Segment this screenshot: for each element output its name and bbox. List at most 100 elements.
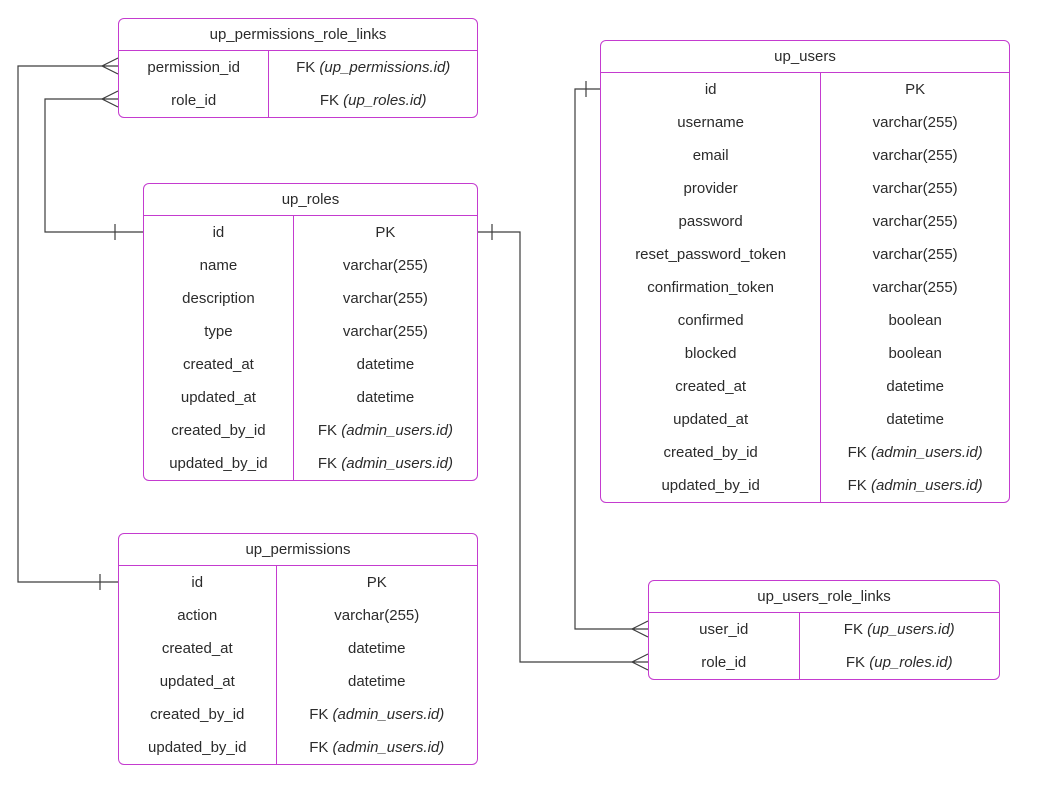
field-name: updated_by_id xyxy=(601,469,822,502)
table-title: up_permissions_role_links xyxy=(119,19,477,51)
field-name: password xyxy=(601,205,822,238)
field-type: datetime xyxy=(347,673,406,690)
field-name: provider xyxy=(601,172,822,205)
fk-reference: (up_permissions.id) xyxy=(315,59,451,76)
field-name: role_id xyxy=(119,84,270,117)
field-type: varchar(255) xyxy=(334,607,420,624)
connector-line[interactable] xyxy=(574,88,632,630)
field-name: updated_at xyxy=(144,381,294,414)
table-row: permission_id FK (up_permissions.id) xyxy=(119,51,477,84)
field-name: created_by_id xyxy=(601,436,822,469)
table-row: id PK xyxy=(144,216,477,249)
table-row: created_by_id FK (admin_users.id) xyxy=(601,436,1009,469)
field-type: FK (admin_users.id) xyxy=(309,706,445,723)
fk-reference: (up_users.id) xyxy=(862,621,955,638)
fk-reference: (admin_users.id) xyxy=(328,706,445,723)
field-name: updated_at xyxy=(119,665,277,698)
table-title: up_permissions xyxy=(119,534,477,566)
field-name: action xyxy=(119,599,277,632)
field-type: FK (admin_users.id) xyxy=(847,444,983,461)
field-type: boolean xyxy=(888,312,942,329)
field-type: PK xyxy=(375,224,396,241)
fk-reference: (up_roles.id) xyxy=(338,92,427,109)
fk-reference: (up_roles.id) xyxy=(865,654,953,671)
field-type: datetime xyxy=(356,389,415,406)
table-row: type varchar(255) xyxy=(144,315,477,348)
field-type: varchar(255) xyxy=(872,213,958,230)
table-row: created_by_id FK (admin_users.id) xyxy=(119,698,477,731)
field-name: role_id xyxy=(649,646,800,679)
field-name: confirmed xyxy=(601,304,822,337)
field-name: blocked xyxy=(601,337,822,370)
field-name: username xyxy=(601,106,822,139)
field-type: varchar(255) xyxy=(342,323,428,340)
field-name: user_id xyxy=(649,613,800,646)
relationship-up-users-to-users-role-links[interactable] xyxy=(574,81,649,638)
field-name: id xyxy=(144,216,294,249)
table-rows: permission_id FK (up_permissions.id) role_… xyxy=(119,51,477,117)
relationship-up-permissions-to-permissions-role-links[interactable] xyxy=(17,57,119,590)
table-up-permissions[interactable]: up_permissions id PK action varchar(255) cre… xyxy=(118,533,478,765)
field-name: permission_id xyxy=(119,51,270,84)
table-up-permissions-role-links[interactable]: up_permissions_role_links permission_id F… xyxy=(118,18,478,118)
table-title: up_users_role_links xyxy=(649,581,999,613)
table-row: reset_password_token varchar(255) xyxy=(601,238,1009,271)
field-name: created_by_id xyxy=(119,698,277,731)
connector-line[interactable] xyxy=(17,65,118,583)
field-type: FK (up_permissions.id) xyxy=(296,59,451,76)
field-type: varchar(255) xyxy=(872,246,958,263)
table-row: updated_at datetime xyxy=(144,381,477,414)
fk-reference: (admin_users.id) xyxy=(866,444,983,461)
field-type: PK xyxy=(366,574,387,591)
table-title: up_roles xyxy=(144,184,477,216)
fk-reference: (admin_users.id) xyxy=(337,455,453,472)
field-name: reset_password_token xyxy=(601,238,822,271)
table-row: blocked boolean xyxy=(601,337,1009,370)
field-name: created_at xyxy=(119,632,277,665)
field-name: type xyxy=(144,315,294,348)
relationship-up-roles-to-permissions-role-links[interactable] xyxy=(44,90,143,240)
field-name: description xyxy=(144,282,294,315)
table-row: username varchar(255) xyxy=(601,106,1009,139)
table-row: confirmed boolean xyxy=(601,304,1009,337)
connector-line[interactable] xyxy=(478,231,632,663)
table-row: description varchar(255) xyxy=(144,282,477,315)
relationship-up-roles-to-users-role-links[interactable] xyxy=(478,224,649,671)
table-title: up_users xyxy=(601,41,1009,73)
field-type: FK (up_roles.id) xyxy=(845,654,953,671)
field-type: varchar(255) xyxy=(872,279,958,296)
field-type: varchar(255) xyxy=(872,147,958,164)
field-name: id xyxy=(601,73,822,106)
table-row: action varchar(255) xyxy=(119,599,477,632)
field-name: id xyxy=(119,566,277,599)
field-type: datetime xyxy=(356,356,415,373)
table-row: id PK xyxy=(119,566,477,599)
field-type: datetime xyxy=(886,378,944,395)
crows-foot-many-marker xyxy=(100,90,119,108)
field-name: created_by_id xyxy=(144,414,294,447)
fk-reference: (admin_users.id) xyxy=(337,422,453,439)
field-type: varchar(255) xyxy=(872,114,958,131)
table-row: password varchar(255) xyxy=(601,205,1009,238)
connector-line[interactable] xyxy=(44,98,143,233)
field-name: updated_by_id xyxy=(144,447,294,480)
field-type: varchar(255) xyxy=(342,290,428,307)
field-type: boolean xyxy=(888,345,942,362)
